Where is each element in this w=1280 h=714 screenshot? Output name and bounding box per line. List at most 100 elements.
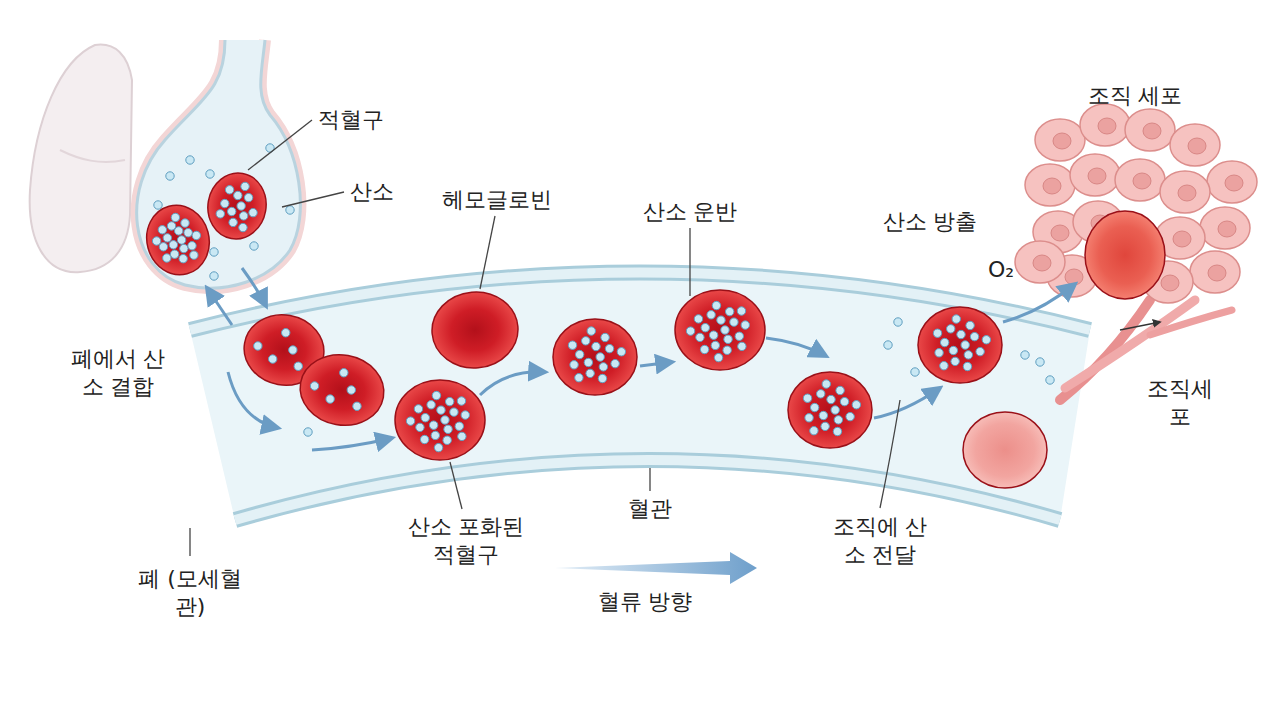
red-blood-cell	[963, 412, 1047, 488]
oxygen-molecule	[170, 250, 178, 258]
process-label: 조직에 산소 전달	[827, 513, 933, 568]
alveolus	[137, 40, 301, 288]
tissue-cell-body	[1115, 159, 1165, 201]
tissue-cell-body	[1025, 164, 1075, 206]
tissue-cell-body	[1125, 109, 1175, 151]
oxygen-molecule	[970, 332, 978, 340]
oxygen-molecule	[707, 311, 715, 319]
red-blood-cell	[788, 372, 872, 448]
oxygen-molecule	[429, 421, 437, 429]
oxygen-molecule	[216, 210, 224, 218]
tissue-cell	[1035, 119, 1085, 161]
oxygen-molecule	[741, 321, 749, 329]
capillary	[1150, 310, 1232, 335]
oxygen-molecule	[289, 346, 297, 354]
oxygen-molecule	[803, 394, 811, 402]
oxygen-molecule	[416, 423, 424, 431]
oxygen-molecule	[158, 226, 166, 234]
tissue-cell-nucleus	[1161, 275, 1179, 291]
oxygen-molecule	[599, 363, 607, 371]
tissue-cell-body	[1160, 171, 1210, 213]
tissue-cell-nucleus	[1218, 221, 1236, 237]
part-label: 조직 세포	[1088, 82, 1183, 110]
tissue-cell	[1190, 251, 1240, 293]
oxygen-molecule	[911, 368, 919, 376]
oxygen-molecule	[940, 362, 948, 370]
red-blood-cell	[295, 348, 390, 432]
oxygen-molecule	[836, 386, 844, 394]
oxygen-molecule	[696, 333, 704, 341]
tissue-cell-nucleus	[1188, 138, 1206, 154]
part-label: 조직세포	[1147, 375, 1213, 430]
oxygen-dots	[152, 144, 1054, 452]
red-blood-cell	[918, 307, 1002, 383]
oxygen-molecule	[154, 201, 162, 209]
oxygen-molecule	[326, 395, 334, 403]
oxygen-molecule	[458, 432, 466, 440]
oxygen-molecule	[169, 241, 177, 249]
oxygen-molecule	[592, 342, 600, 350]
oxygen-molecule	[445, 397, 453, 405]
oxygen-molecule	[250, 242, 258, 250]
oxygen-molecule	[833, 427, 841, 435]
oxygen-molecule	[1021, 351, 1029, 359]
lung-lobe-line	[60, 150, 125, 162]
oxygen-molecule	[457, 397, 465, 405]
oxygen-molecule	[963, 362, 971, 370]
oxygen-molecule	[961, 341, 969, 349]
oxygen-molecule	[421, 413, 429, 421]
capillary	[1065, 300, 1195, 388]
oxygen-molecule	[166, 172, 174, 180]
oxygen-molecule	[724, 335, 732, 343]
tissue-cell-nucleus	[1053, 133, 1071, 149]
oxygen-molecule	[570, 361, 578, 369]
oxygen-molecule	[738, 342, 746, 350]
oxygen-molecule	[180, 244, 188, 252]
oxygen-molecule	[340, 369, 348, 377]
oxygen-molecule	[221, 199, 229, 207]
tissue-cell-body	[1190, 251, 1240, 293]
lung-outline	[30, 45, 132, 273]
oxygen-molecule	[234, 191, 242, 199]
oxygen-molecule	[714, 353, 722, 361]
direction-label: 혈류 방향	[598, 588, 693, 616]
oxygen-molecule	[432, 391, 440, 399]
oxygen-molecule	[414, 405, 422, 413]
oxygen-molecule	[1036, 358, 1044, 366]
oxygen-molecule	[982, 336, 990, 344]
tissue-cell-nucleus	[1088, 168, 1106, 184]
tissue-cell-nucleus	[1051, 225, 1069, 241]
part-label: 산소 포화된 적혈구	[404, 513, 527, 568]
red-blood-cell	[1085, 211, 1165, 299]
oxygen-molecule	[723, 346, 731, 354]
tissue-cell	[1160, 171, 1210, 213]
tissue-cell-nucleus	[1178, 185, 1196, 201]
oxygen-molecule	[952, 315, 960, 323]
oxygen-molecule	[163, 254, 171, 262]
oxygen-molecule	[598, 374, 606, 382]
tissue-cells	[1015, 104, 1257, 303]
tissue-cell	[1025, 164, 1075, 206]
tissue-cell-body	[1035, 119, 1085, 161]
oxygen-molecule	[717, 316, 725, 324]
oxygen-molecule	[406, 417, 414, 425]
oxygen-molecule	[244, 193, 252, 201]
tissue-cell-nucleus	[1043, 178, 1061, 194]
oxygen-molecule	[249, 208, 257, 216]
tissue-cell-nucleus	[1065, 269, 1083, 285]
oxygen-molecule	[964, 351, 972, 359]
oxygen-molecule	[347, 386, 355, 394]
oxygen-molecule	[186, 156, 194, 164]
oxygen-molecule	[304, 428, 312, 436]
oxygen-molecule	[441, 416, 449, 424]
oxygen-molecule	[949, 346, 957, 354]
red-blood-cells	[139, 168, 1165, 488]
part-label: 혈관	[628, 495, 672, 523]
leader-line	[689, 228, 690, 296]
oxygen-molecule	[443, 436, 451, 444]
oxygen-molecule	[711, 341, 719, 349]
oxygen-molecule	[163, 234, 171, 242]
red-blood-cell	[429, 288, 521, 371]
oxygen-molecule	[159, 243, 167, 251]
